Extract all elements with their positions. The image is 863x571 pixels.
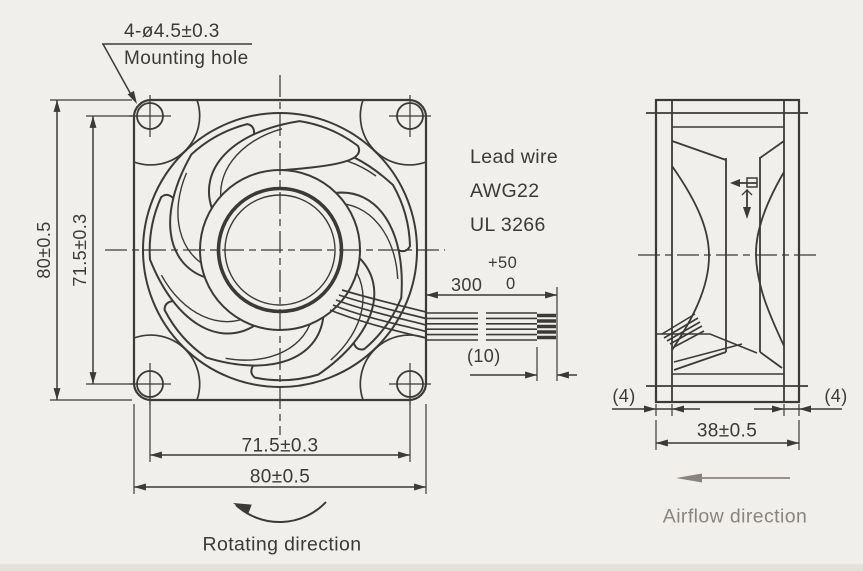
lead-wire-band bbox=[426, 312, 556, 341]
leader-arrow-icon bbox=[127, 90, 137, 104]
side-view bbox=[638, 98, 816, 404]
front-dimensions bbox=[50, 99, 427, 494]
wire-length-value: 300 bbox=[451, 275, 483, 295]
blade-profile bbox=[671, 165, 785, 351]
wire-length-tol-lower: 0 bbox=[506, 275, 516, 293]
flange-thickness-left: (4) bbox=[612, 386, 636, 406]
mounting-holes bbox=[129, 95, 431, 405]
side-wire-bundle bbox=[661, 313, 705, 348]
rotation-arrow-icon bbox=[233, 501, 327, 524]
side-dimensions bbox=[612, 404, 842, 450]
scan-edge bbox=[0, 564, 863, 571]
airflow-arrow-icon bbox=[676, 473, 790, 483]
lead-wire-standard: UL 3266 bbox=[470, 214, 546, 236]
mounting-hole-callout-size: 4-ø4.5±0.3 bbox=[124, 21, 220, 42]
dim-height-holes: 71.5±0.3 bbox=[70, 213, 90, 287]
airflow-direction-caption: Airflow direction bbox=[662, 505, 808, 528]
front-view bbox=[105, 75, 445, 435]
lead-wire-label: Lead wire bbox=[470, 146, 559, 168]
side-frame bbox=[654, 98, 801, 404]
dim-width-holes: 71.5±0.3 bbox=[241, 435, 319, 457]
wire-length-dimension bbox=[426, 287, 577, 381]
dim-depth: 38±0.5 bbox=[696, 420, 758, 442]
centerlines bbox=[105, 75, 445, 435]
mounting-hole-callout-label: Mounting hole bbox=[124, 48, 249, 69]
wire-stripped-ends bbox=[537, 313, 556, 340]
dim-width-outer: 80±0.5 bbox=[249, 466, 311, 488]
flange-thickness-right: (4) bbox=[824, 386, 848, 406]
wire-strip-length: (10) bbox=[467, 346, 501, 366]
wire-length-tol-upper: +50 bbox=[488, 254, 518, 272]
lead-wire-strands bbox=[329, 289, 427, 339]
lead-wire-gauge: AWG22 bbox=[470, 180, 540, 202]
direction-marker-icon bbox=[730, 177, 758, 219]
mounting-hole-leader bbox=[102, 43, 252, 104]
dim-height-outer: 80±0.5 bbox=[34, 221, 54, 279]
rotating-direction-caption: Rotating direction bbox=[202, 533, 362, 556]
